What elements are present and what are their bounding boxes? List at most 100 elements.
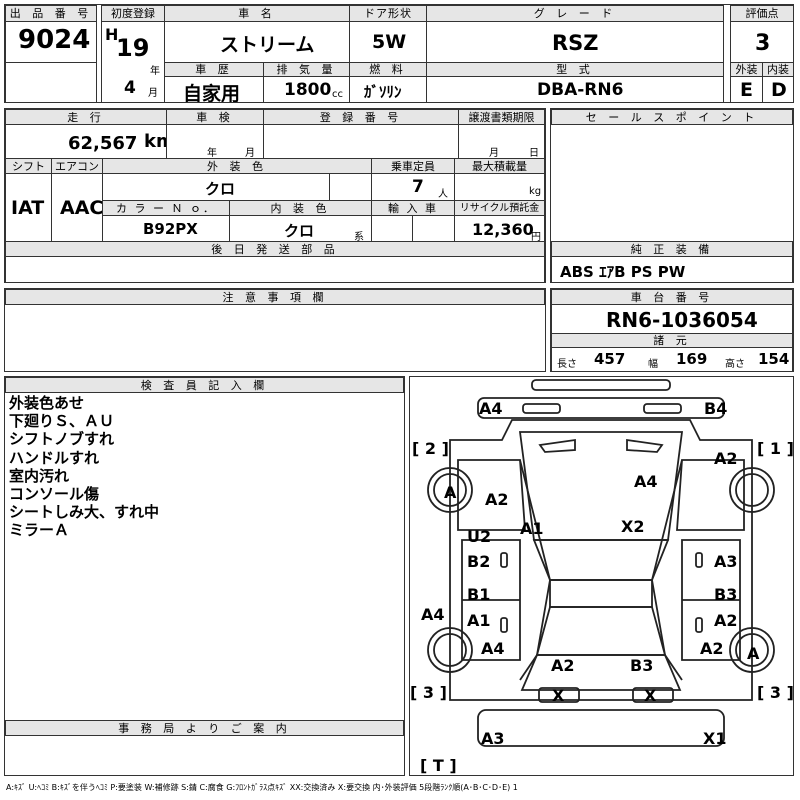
rear-bumper xyxy=(476,708,725,747)
trunk xyxy=(520,653,681,691)
fuel-label: 燃 料 xyxy=(349,62,427,77)
mark: A4 xyxy=(634,472,658,491)
color-no-label: カ ラ ー Ｎ ｏ． xyxy=(102,200,230,216)
car-name-cell: ストリーム xyxy=(164,21,350,63)
hood xyxy=(518,430,683,541)
ext-color: クロ xyxy=(205,180,236,198)
transfer-label: 譲渡書類期限 xyxy=(458,109,545,125)
recycle-label: リサイクル預託金 xyxy=(454,200,545,216)
recycle-unit: 円 xyxy=(531,232,541,242)
lot-number: 9024 xyxy=(18,25,91,55)
ac-cell: AAC xyxy=(51,173,103,242)
load-unit: kg xyxy=(529,186,542,197)
year-unit: 年 xyxy=(150,66,160,77)
recycle: 12,360 xyxy=(472,220,534,239)
wheel-rl xyxy=(426,626,473,673)
mark: A4 xyxy=(481,639,505,658)
width-label: 幅 xyxy=(648,359,658,370)
capacity: 7 xyxy=(412,177,424,197)
reg-month: 4 xyxy=(124,78,136,98)
regno-cell xyxy=(263,124,459,159)
grille-r xyxy=(642,402,682,414)
equip-label: 純 正 装 備 xyxy=(551,241,793,257)
mark: A4 xyxy=(421,605,445,624)
mileage-label: 走 行 xyxy=(5,109,167,125)
model-cell: DBA-RN6 xyxy=(426,76,724,103)
length: 457 xyxy=(594,350,626,368)
insp-month-unit: 月 xyxy=(245,148,255,159)
lot-label: 出 品 番 号 xyxy=(5,5,97,22)
mark: A xyxy=(747,644,760,663)
capacity-unit: 人 xyxy=(438,189,448,200)
shipping-label: 後 日 発 送 部 品 xyxy=(5,241,545,257)
chassis-label: 車 台 番 号 xyxy=(551,289,793,305)
rear-light-r xyxy=(631,686,674,703)
first-reg-label: 初度登録 xyxy=(101,5,165,22)
body-outline xyxy=(448,418,753,701)
wheel-rr xyxy=(728,626,775,673)
model: DBA-RN6 xyxy=(537,80,624,100)
door-type: 5W xyxy=(372,31,407,53)
fuel: ｶﾞｿﾘﾝ xyxy=(364,83,402,101)
mark: B3 xyxy=(630,656,653,675)
inspector-line: コンソール傷 xyxy=(9,485,100,504)
insp-year-unit: 年 xyxy=(207,148,217,159)
month-unit: 月 xyxy=(148,88,158,99)
ext-color-extra xyxy=(329,173,372,201)
transfer-cell: 月 日 xyxy=(458,124,545,159)
grille-l xyxy=(521,402,561,414)
door-label: ドア形状 xyxy=(349,5,427,22)
dims-label: 諸 元 xyxy=(551,333,793,348)
shift: IAT xyxy=(11,197,45,219)
equip: ABS ｴｱB PS PW xyxy=(560,263,686,281)
ac: AAC xyxy=(60,197,103,219)
mark: A1 xyxy=(520,519,544,538)
right-front-panel xyxy=(675,458,745,531)
score-cell: 3 xyxy=(730,21,794,63)
equip-cell: ABS ｴｱB PS PW xyxy=(551,256,793,283)
mark: A2 xyxy=(551,656,575,675)
history-cell: 自家用 xyxy=(164,76,264,103)
roof xyxy=(548,578,653,608)
mileage-unit: km xyxy=(144,131,166,152)
ext-grade-label: 外装 xyxy=(730,62,763,77)
load-label: 最大積載量 xyxy=(454,158,545,174)
load-cell: kg xyxy=(454,173,545,201)
chassis-cell: RN6-1036054 xyxy=(551,304,793,334)
displacement: 1800 xyxy=(284,80,332,100)
mark: B4 xyxy=(704,399,727,418)
transfer-day-unit: 日 xyxy=(529,148,539,159)
int-color-unit: 系 xyxy=(354,232,364,242)
inspection-label: 車 検 xyxy=(166,109,264,125)
mark: A4 xyxy=(479,399,503,418)
right-pillar xyxy=(650,459,683,681)
int-grade-cell: D xyxy=(762,76,794,103)
door-cell: 5W xyxy=(349,21,427,63)
hood-vent-r xyxy=(625,438,664,453)
ext-grade-cell: E xyxy=(730,76,763,103)
ext-color-label: 外 装 色 xyxy=(102,158,372,174)
inspector-notes: 外装色あせ 下廻りＳ、ＡＵ シフトノブすれ ハンドルすれ 室内汚れ コンソール傷… xyxy=(9,394,159,540)
car-name: ストリーム xyxy=(220,34,315,56)
mark: A2 xyxy=(714,611,738,630)
mileage-cell: 62,567 km xyxy=(5,124,167,159)
office-label: 事 務 局 よ り ご 案 内 xyxy=(5,720,404,736)
car-diagram: [ 1 ] [ 2 ] [ 3 ] [ 3 ] [ T ] A4 B4 A2 A… xyxy=(409,376,794,776)
tire-label-1: [ 1 ] xyxy=(757,439,794,458)
height-label: 高さ xyxy=(725,359,745,370)
import-cell-2 xyxy=(412,215,455,242)
mark: X xyxy=(644,686,657,705)
mark: X1 xyxy=(703,729,726,748)
sales-label: セ ー ル ス ポ イ ン ト xyxy=(551,109,793,125)
tire-label-2: [ 2 ] xyxy=(412,439,449,458)
era: H xyxy=(105,25,119,44)
dims-cell: 長さ 457 幅 169 高さ 154 xyxy=(551,347,793,372)
regno-label: 登 録 番 号 xyxy=(263,109,459,125)
wheel-fr xyxy=(728,466,775,513)
inspector-block xyxy=(4,376,405,776)
inspector-line: ハンドルすれ xyxy=(9,448,100,467)
legend: A:ｷｽﾞ U:ﾍｺﾐ B:ｷｽﾞを伴うﾍｺﾐ P:要塗装 W:補修跡 S:錆 … xyxy=(6,783,518,792)
handle-r2 xyxy=(694,616,703,633)
mark: X2 xyxy=(621,517,644,536)
inspector-line: シートしみ大、すれ中 xyxy=(9,503,160,522)
